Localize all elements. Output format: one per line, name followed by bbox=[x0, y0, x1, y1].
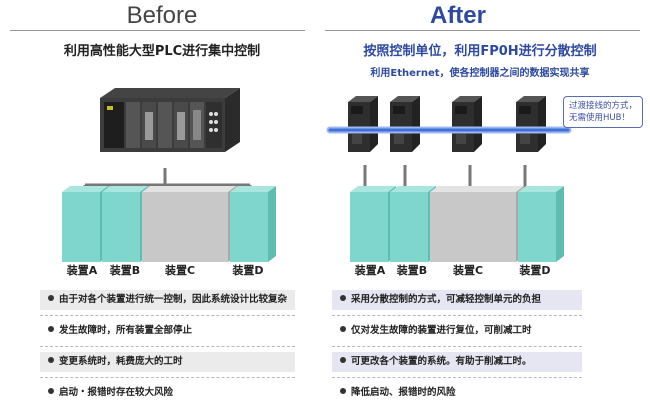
bullet-dot-icon bbox=[340, 388, 346, 394]
after-device-c bbox=[430, 186, 524, 262]
bullet-dot-icon bbox=[48, 357, 54, 363]
after-bullet-2: 仅对发生故障的装置进行复位，可削减工时 bbox=[332, 321, 582, 341]
large-plc-icon bbox=[100, 88, 240, 152]
callout-line-1: 过渡接线的方式， bbox=[569, 101, 638, 111]
before-bullet-2: 发生故障时，所有装置全部停止 bbox=[40, 321, 295, 341]
after-device-a bbox=[350, 186, 396, 262]
before-bullet-3: 变更系统时，耗费庞大的工时 bbox=[40, 352, 295, 372]
after-heading-rule bbox=[325, 30, 640, 31]
before-device-c bbox=[142, 186, 236, 262]
before-device-d bbox=[230, 186, 276, 262]
after-device-b-label: 装置B bbox=[396, 264, 428, 277]
bullet-dot-icon bbox=[340, 326, 346, 332]
fp0h-unit-d bbox=[516, 96, 546, 152]
fp0h-unit-c bbox=[452, 96, 482, 152]
before-subtitle: 利用高性能大型PLC进行集中控制 bbox=[63, 44, 261, 59]
fp0h-unit-b bbox=[390, 96, 420, 152]
bullet-dot-icon bbox=[48, 388, 54, 394]
after-device-d-label: 装置D bbox=[519, 264, 551, 277]
no-hub-callout: 过渡接线的方式， 无需使用HUB！ bbox=[563, 96, 643, 128]
after-bullet-3: 可更改各个装置的系统。有助于削减工时。 bbox=[332, 352, 582, 372]
bullet-dot-icon bbox=[340, 357, 346, 363]
before-device-b bbox=[102, 186, 148, 262]
callout-line-2: 无需使用HUB！ bbox=[569, 113, 630, 123]
bullet-dot-icon bbox=[48, 326, 54, 332]
after-diagram bbox=[326, 96, 572, 262]
before-bullet-1: 由于对各个装置进行统一控制，因此系统设计比较复杂 bbox=[40, 290, 295, 310]
bullet-dot-icon bbox=[340, 295, 346, 301]
after-device-a-label: 装置A bbox=[354, 264, 386, 277]
before-heading-rule bbox=[10, 30, 305, 31]
before-device-b-label: 装置B bbox=[109, 264, 141, 277]
before-heading: Before bbox=[126, 2, 198, 29]
before-bullet-list: 由于对各个装置进行统一控制，因此系统设计比较复杂 发生故障时，所有装置全部停止 … bbox=[40, 290, 295, 403]
before-bullet-4: 启动・报错时存在较大风险 bbox=[40, 383, 295, 403]
before-device-d-label: 装置D bbox=[232, 264, 264, 277]
after-heading: After bbox=[429, 2, 486, 29]
after-subtitle-ethernet: 利用Ethernet，使各控制器之间的数据实现共享 bbox=[370, 68, 590, 79]
before-diagram bbox=[62, 88, 276, 262]
bullet-dot-icon bbox=[48, 295, 54, 301]
after-subtitle: 按照控制单位，利用FP0H进行分散控制 bbox=[363, 44, 597, 59]
before-device-a-label: 装置A bbox=[66, 264, 98, 277]
after-device-d bbox=[518, 186, 564, 262]
after-device-b bbox=[390, 186, 436, 262]
after-bullet-4: 降低启动、报错时的风险 bbox=[332, 383, 582, 403]
after-device-c-label: 装置C bbox=[452, 264, 484, 277]
before-device-a bbox=[62, 186, 108, 262]
after-bullet-1: 采用分散控制的方式，可减轻控制单元的负担 bbox=[332, 290, 582, 310]
fp0h-unit-a bbox=[348, 96, 378, 152]
after-bullet-list: 采用分散控制的方式，可减轻控制单元的负担 仅对发生故障的装置进行复位，可削减工时… bbox=[332, 290, 582, 403]
before-device-c-label: 装置C bbox=[164, 264, 196, 277]
